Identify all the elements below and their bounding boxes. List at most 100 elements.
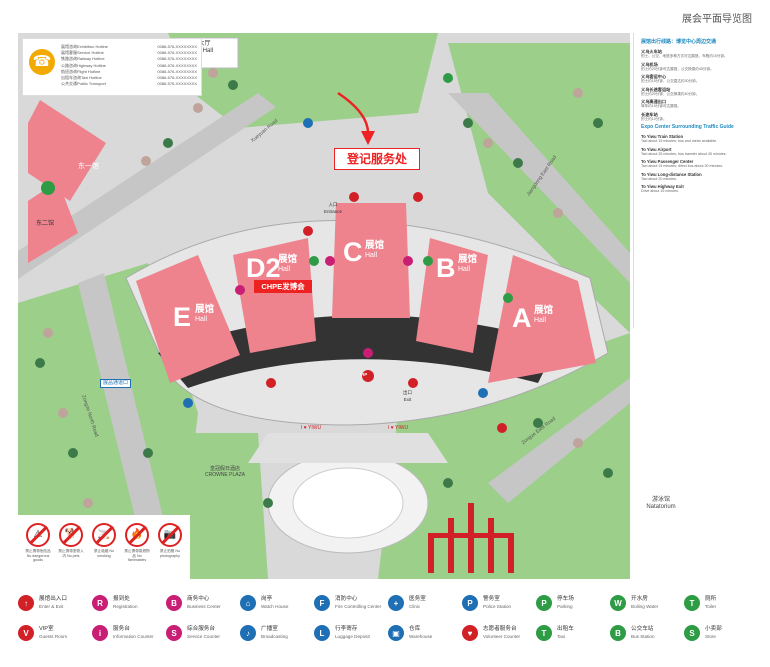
police-marker[interactable] bbox=[183, 398, 193, 408]
legend-text-cn: 岗亭 bbox=[261, 596, 273, 602]
legend-text-en: Toilet bbox=[705, 604, 716, 609]
phone-row-label: 展馆客服Service Hotline bbox=[61, 50, 104, 56]
exit-en: Exit bbox=[403, 397, 412, 402]
registration-desk-label[interactable]: 登记服务处 bbox=[334, 148, 420, 170]
lawn-southeast bbox=[378, 333, 630, 579]
traffic-guide-block-text: 的士约10分钟。 bbox=[641, 116, 667, 121]
info-marker[interactable] bbox=[363, 348, 373, 358]
hall-b-cn: 展馆 bbox=[458, 254, 478, 265]
phone-row-label: 公共交通Public Transport bbox=[61, 81, 106, 87]
legend-text-en: Business Center bbox=[187, 604, 221, 609]
legend-text-cn: 报到处 bbox=[113, 596, 130, 602]
vip-marker[interactable] bbox=[362, 370, 374, 382]
legend-icon: S bbox=[684, 625, 700, 641]
parking-marker[interactable] bbox=[41, 181, 55, 195]
hall-d2-en: Hall bbox=[278, 266, 291, 273]
hall-e-en: Hall bbox=[195, 316, 208, 323]
toilet-marker[interactable] bbox=[443, 73, 453, 83]
traffic-guide-block-text: Taxi about 20 minutes. bbox=[641, 176, 677, 181]
legend-icon: V bbox=[18, 625, 34, 641]
phone-row-value: 0086-576-XXXXXXXX bbox=[157, 68, 197, 74]
traffic-guide-block: 义乌机场的士约25分钟可达展馆，公交换乘约45分钟。 bbox=[641, 62, 763, 72]
clinic-marker[interactable] bbox=[478, 388, 488, 398]
east-hall-1 bbox=[28, 100, 106, 201]
entrance-marker[interactable] bbox=[413, 192, 423, 202]
legend-text-en: Enter & Exit bbox=[39, 604, 64, 609]
hall-c-cn: 展馆 bbox=[365, 240, 385, 251]
road-west bbox=[78, 273, 178, 579]
entrance-marker[interactable] bbox=[303, 226, 313, 236]
info-marker[interactable] bbox=[235, 285, 245, 295]
traffic-guide-block-title: To Yiwu Airport bbox=[641, 146, 672, 152]
watch-house-marker[interactable] bbox=[303, 118, 313, 128]
natatorium-en: Natatorium bbox=[646, 504, 676, 510]
legend-text-cn: 广播室 bbox=[261, 626, 278, 632]
traffic-guide-block: 义乌长途客运站的士约20分钟，公交换乘约40分钟。 bbox=[641, 87, 763, 97]
registration-arrow-head bbox=[361, 131, 375, 145]
hall-d2-cn: 展馆 bbox=[278, 254, 298, 265]
legend-text-cn: 开水房 bbox=[631, 596, 648, 602]
legend-icon: ♪ bbox=[240, 625, 256, 641]
toilet-marker[interactable] bbox=[309, 256, 319, 266]
legend-text-en: Watch House bbox=[261, 604, 289, 609]
exit-marker[interactable] bbox=[266, 378, 276, 388]
map-base bbox=[18, 33, 630, 579]
legend-text-cn: 公交车站 bbox=[631, 626, 654, 632]
traffic-guide-block-text: 的士约15分钟，公交直达约30分钟。 bbox=[641, 79, 700, 83]
traffic-guide-block-title: 义乌长途客运站 bbox=[641, 86, 671, 92]
prohibition-icon: 🐕 bbox=[59, 523, 83, 547]
legend-text-cn: 出租车 bbox=[557, 626, 574, 632]
toilet-marker[interactable] bbox=[423, 256, 433, 266]
hall-c-en: Hall bbox=[365, 252, 378, 259]
legend-icon: L bbox=[314, 625, 330, 641]
registration-arrow-line bbox=[337, 91, 370, 134]
toilet-marker[interactable] bbox=[503, 293, 513, 303]
legend-icon: + bbox=[388, 595, 404, 611]
exit-marker[interactable] bbox=[497, 423, 507, 433]
phone-row-value: 0086-576-XXXXXXXX bbox=[157, 62, 197, 68]
traffic-guide-block-text: 驾车约15分钟可达展馆。 bbox=[641, 104, 681, 108]
traffic-guide-block-title: 义乌高速出口 bbox=[641, 99, 667, 104]
traffic-guide-heading-en: Expo Center Surrounding Traffic Guide bbox=[641, 124, 734, 130]
traffic-guide-block: 义乌火车站的士、公交、地铁多种方式可达展馆，车程约15分钟。 bbox=[641, 49, 763, 59]
hall-e-cn: 展馆 bbox=[195, 304, 215, 315]
vip-label: VIP bbox=[360, 372, 368, 377]
info-marker[interactable] bbox=[325, 256, 335, 266]
traffic-guide-panel: 展馆出行线路：博览中心周边交通 义乌火车站的士、公交、地铁多种方式可达展馆，车程… bbox=[633, 33, 770, 328]
traffic-guide-block-text: Taxi about 15 minutes; bus and metro ava… bbox=[641, 139, 718, 143]
entrance-marker[interactable] bbox=[349, 192, 359, 202]
legend-text-cn: 仓库 bbox=[409, 626, 421, 632]
legend-text-en: Guests Room bbox=[39, 634, 68, 639]
hall-e-block bbox=[136, 255, 240, 383]
phone-row-value: 0086-576-XXXXXXXX bbox=[157, 44, 197, 49]
plaza-sign-right: I ♥ YIWU bbox=[388, 425, 409, 431]
legend-text-cn: 服务台 bbox=[113, 626, 130, 632]
prohibition-item: 🔥禁止携带易燃物品 No flammables bbox=[123, 523, 151, 563]
exit-cn: 出口 bbox=[403, 390, 412, 395]
traffic-guide-block-title: 义乌机场 bbox=[641, 61, 658, 67]
east-hall-2-label: 东二馆 bbox=[36, 221, 55, 227]
hall-c-label: 展馆 Hall bbox=[365, 241, 384, 261]
exit-marker[interactable] bbox=[408, 378, 418, 388]
info-marker[interactable] bbox=[403, 256, 413, 266]
